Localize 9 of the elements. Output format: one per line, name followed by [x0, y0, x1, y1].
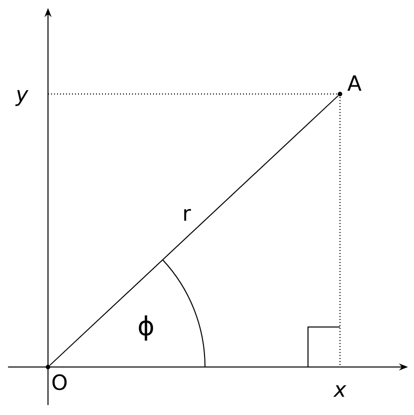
edge-label: r [184, 209, 191, 221]
axis-label: x [333, 385, 346, 397]
point: A [338, 75, 362, 96]
node-label: A [347, 75, 362, 91]
point: O [46, 364, 67, 390]
line-segment [49, 95, 339, 366]
angle-label: ϕ [138, 315, 154, 341]
node-label: O [52, 374, 67, 390]
axis-label: y [15, 90, 28, 106]
